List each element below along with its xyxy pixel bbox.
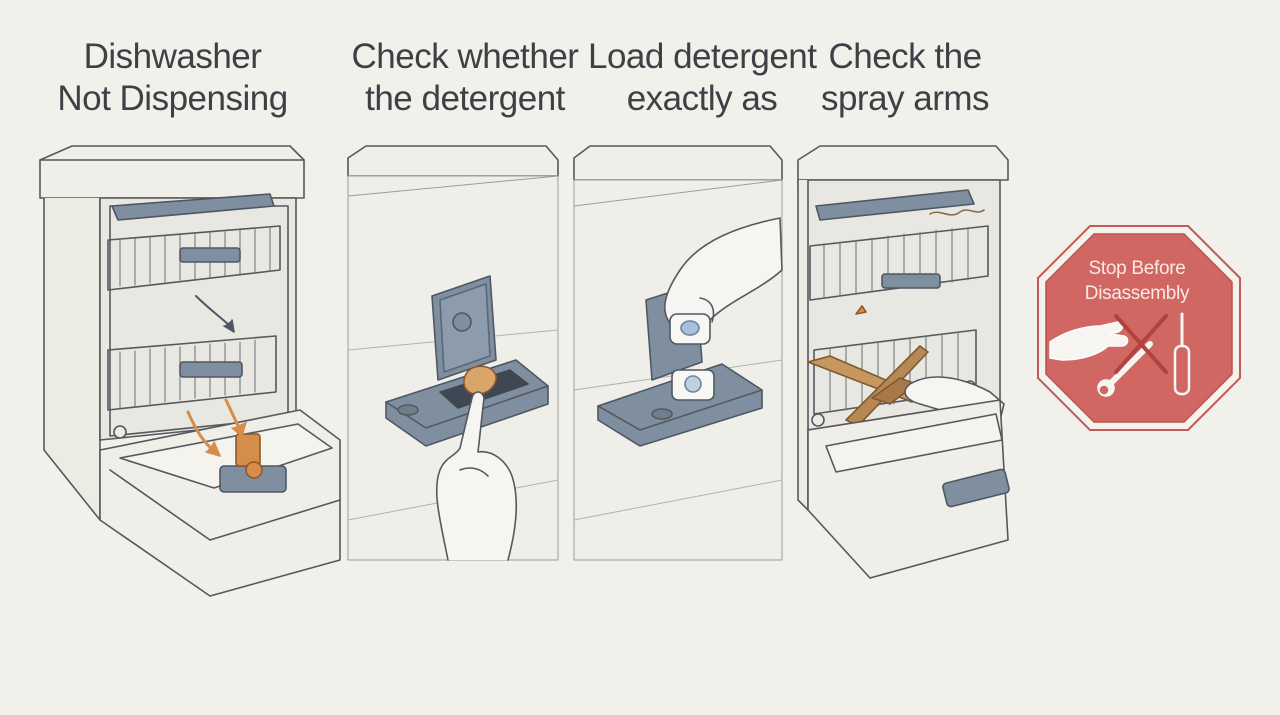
panel-4-title: Check the spray arms xyxy=(805,36,1005,120)
panel-1-title-line-1: Dishwasher xyxy=(83,37,262,76)
panel-1-title-line-2: Not Dispensing xyxy=(57,79,288,118)
stop-sign-label: Stop Before Disassembly xyxy=(1060,256,1214,306)
dispenser-check-illustration xyxy=(347,145,559,561)
cross-icon xyxy=(1114,314,1168,374)
panel-2-title: Check whether the detergent xyxy=(350,36,580,120)
panel-3-title-line-1: Load detergent xyxy=(588,37,817,76)
hand-icon xyxy=(1049,321,1129,361)
dishwasher-open-illustration xyxy=(39,145,341,597)
stop-sign-label-line-1: Stop Before xyxy=(1088,258,1186,279)
panel-2-title-line-1: Check whether xyxy=(351,37,579,76)
panel-4-title-line-1: Check the xyxy=(828,37,982,76)
screwdriver-icon xyxy=(1173,312,1191,396)
panel-1-title: Dishwasher Not Dispensing xyxy=(50,36,295,120)
spray-arms-illustration xyxy=(797,145,1010,579)
stop-sign xyxy=(1037,225,1241,431)
panel-3-title-line-2: exactly as xyxy=(626,79,778,118)
load-pod-illustration xyxy=(573,145,783,561)
panel-3-title: Load detergent exactly as xyxy=(588,36,817,120)
panel-2-title-line-2: the detergent xyxy=(365,79,565,118)
panel-4-title-line-2: spray arms xyxy=(820,79,990,118)
wrench-icon xyxy=(1105,341,1153,389)
stop-sign-label-line-2: Disassembly xyxy=(1084,283,1190,304)
